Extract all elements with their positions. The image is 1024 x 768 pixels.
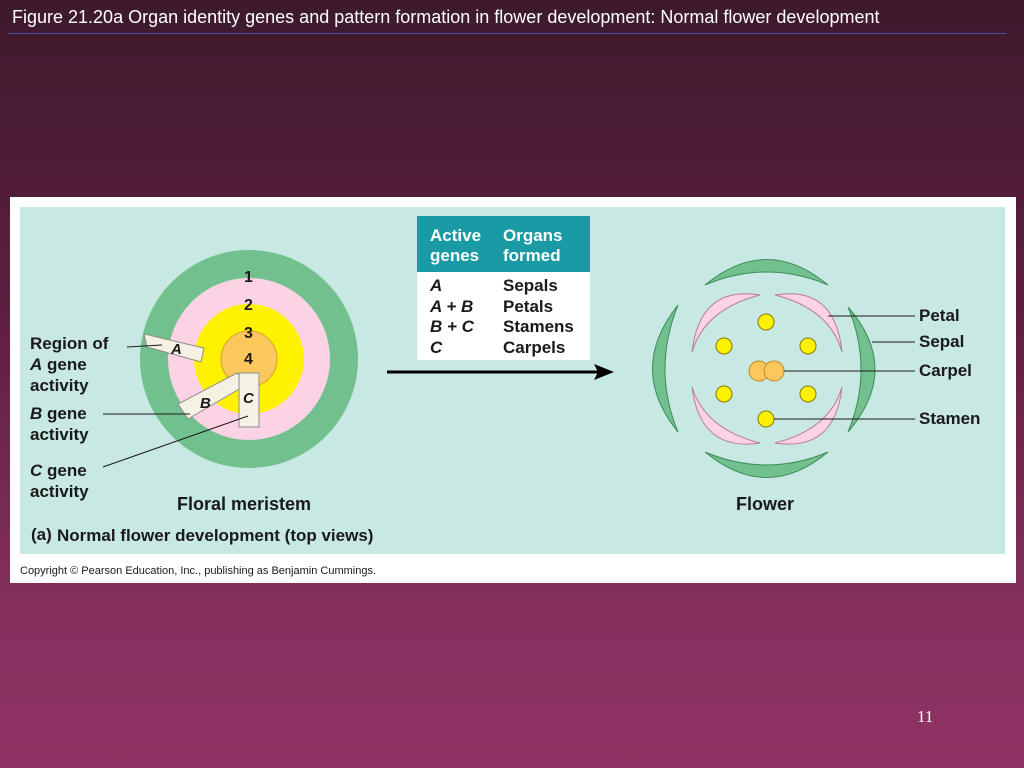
- figure-part-label: (a): [31, 525, 52, 544]
- table-row-1-organs: Sepals: [503, 276, 558, 295]
- table-row-4-organs: Carpels: [503, 338, 565, 357]
- b-sector-label: B: [200, 395, 211, 412]
- development-arrow: [387, 364, 614, 380]
- whorl-2-number: 2: [244, 297, 253, 314]
- table-header-col2-line1: Organs: [503, 226, 563, 245]
- b-callout-line2: activity: [30, 425, 89, 444]
- page-number: 11: [917, 707, 934, 726]
- mature-flower: [652, 259, 876, 478]
- table-row-2-genes: A + B: [429, 297, 473, 316]
- table-row-4-genes: C: [430, 338, 443, 357]
- c-sector-label: C: [243, 390, 255, 407]
- flower-label: Flower: [736, 494, 794, 514]
- stamen-label: Stamen: [919, 409, 980, 428]
- petal-top-right: [774, 293, 843, 353]
- copyright-notice: Copyright © Pearson Education, Inc., pub…: [20, 565, 376, 577]
- table-header: [417, 216, 590, 272]
- carpel-label: Carpel: [919, 361, 972, 380]
- a-callout-line1: Region of: [30, 334, 109, 353]
- slide-title: Figure 21.20a Organ identity genes and p…: [12, 7, 880, 27]
- petal-bottom-left: [691, 386, 761, 445]
- stamen-upper-right: [799, 337, 817, 355]
- figure-caption: Normal flower development (top views): [57, 526, 373, 545]
- petal-bottom-right: [774, 386, 843, 445]
- title-divider: [8, 33, 1006, 34]
- arrow-head: [594, 364, 614, 380]
- table-row-3-organs: Stamens: [503, 317, 574, 336]
- gene-organ-table: Active genes Organs formed A Sepals A + …: [417, 216, 590, 360]
- a-callout-line2: A gene: [29, 355, 87, 374]
- whorl-3-number: 3: [244, 325, 253, 342]
- sepal-bottom: [704, 451, 829, 478]
- table-row-1-genes: A: [429, 276, 442, 295]
- stamen-lower-right: [799, 385, 817, 403]
- a-callout-line: [126, 344, 163, 348]
- a-callout-line3: activity: [30, 376, 89, 395]
- table-row-3-genes: B + C: [430, 317, 475, 336]
- sepal-top: [704, 259, 829, 286]
- sepal-label: Sepal: [919, 332, 964, 351]
- sepal-right: [847, 306, 876, 433]
- petal-label: Petal: [919, 306, 960, 325]
- whorl-1-number: 1: [244, 269, 253, 286]
- figure-panel: A B C 1 2 3 4 Region of A gene activity …: [10, 197, 1016, 583]
- table-row-2-organs: Petals: [503, 297, 553, 316]
- sepal-left: [652, 304, 679, 433]
- table-header-col2-line2: formed: [503, 246, 561, 265]
- c-callout-line1: C gene: [30, 461, 87, 480]
- whorl-4-number: 4: [244, 351, 253, 368]
- stamen-top: [757, 313, 775, 331]
- a-gene-sector: [143, 333, 205, 363]
- carpel-right-lobe: [763, 360, 785, 382]
- stamen-upper-left: [715, 337, 733, 355]
- petal-top-left: [691, 293, 761, 353]
- b-callout-line1: B gene: [30, 404, 87, 423]
- floral-meristem: A B C 1 2 3 4: [140, 250, 358, 468]
- stamen-bottom: [757, 410, 775, 428]
- table-header-col1-line2: genes: [430, 246, 479, 265]
- floral-meristem-label: Floral meristem: [177, 494, 311, 514]
- c-callout-line2: activity: [30, 482, 89, 501]
- gene-activity-callouts: Region of A gene activity B gene activit…: [29, 334, 109, 501]
- a-sector-label: A: [170, 341, 182, 358]
- stamen-lower-left: [715, 385, 733, 403]
- table-header-col1-line1: Active: [430, 226, 481, 245]
- c-callout-line: [102, 415, 249, 468]
- flower-development-diagram: A B C 1 2 3 4 Region of A gene activity …: [20, 207, 1005, 577]
- c-gene-sector: [238, 372, 260, 428]
